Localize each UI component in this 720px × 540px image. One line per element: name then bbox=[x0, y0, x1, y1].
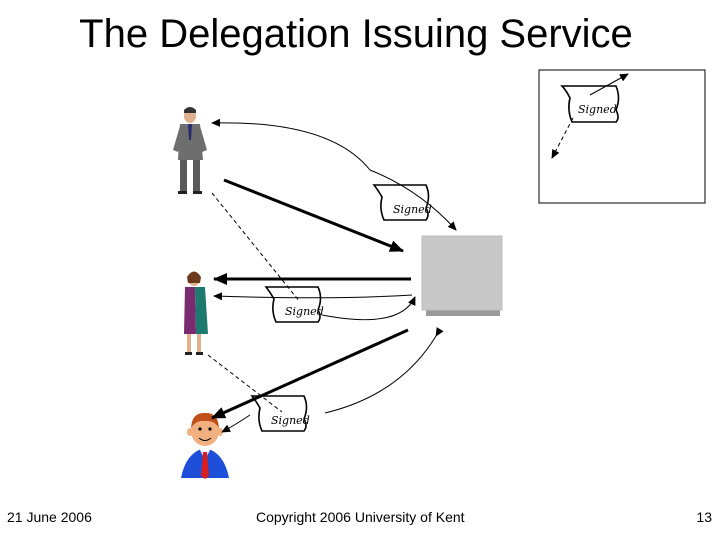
footer-date: 21 June 2006 bbox=[7, 509, 92, 525]
arrow-cert1-to-server bbox=[369, 169, 457, 231]
legend-arrow-dashed bbox=[551, 117, 574, 159]
arrow-cert2-to-woman bbox=[213, 292, 413, 301]
certificate-3-signature: Signed bbox=[271, 414, 310, 427]
legend-certificate-signature: Signed bbox=[578, 103, 617, 116]
certificate-1-signature: Signed bbox=[393, 203, 432, 216]
arrow-cert3-to-employee bbox=[221, 414, 251, 433]
legend-box: Signed bbox=[538, 69, 706, 204]
certificate-icon-2: Signed bbox=[264, 286, 324, 323]
businessman-icon bbox=[173, 107, 207, 194]
arrow-server-to-employee bbox=[211, 328, 409, 420]
page-number: 13 bbox=[696, 509, 712, 525]
slide-title: The Delegation Issuing Service bbox=[79, 12, 633, 56]
legend-arrow-out bbox=[589, 73, 629, 96]
arrow-manager-to-cert2-dashed bbox=[211, 192, 301, 303]
certificate-icon-3: Signed bbox=[250, 395, 310, 432]
legend-certificate-icon: Signed bbox=[560, 85, 620, 123]
arrow-woman-to-cert3-dashed bbox=[207, 354, 283, 413]
footer-copyright: Copyright 2006 University of Kent bbox=[256, 509, 465, 525]
businesswoman-icon bbox=[184, 271, 208, 355]
cartoon-man-icon bbox=[181, 412, 229, 479]
arrow-manager-to-server bbox=[223, 178, 404, 253]
arrow-cert2-to-server bbox=[321, 296, 416, 321]
server-box-icon bbox=[421, 235, 503, 316]
arrow-cert3-to-server bbox=[324, 327, 444, 414]
certificate-2-signature: Signed bbox=[285, 305, 324, 318]
certificate-icon-1: Signed bbox=[372, 184, 432, 221]
arrow-cert1-to-manager bbox=[211, 118, 371, 171]
